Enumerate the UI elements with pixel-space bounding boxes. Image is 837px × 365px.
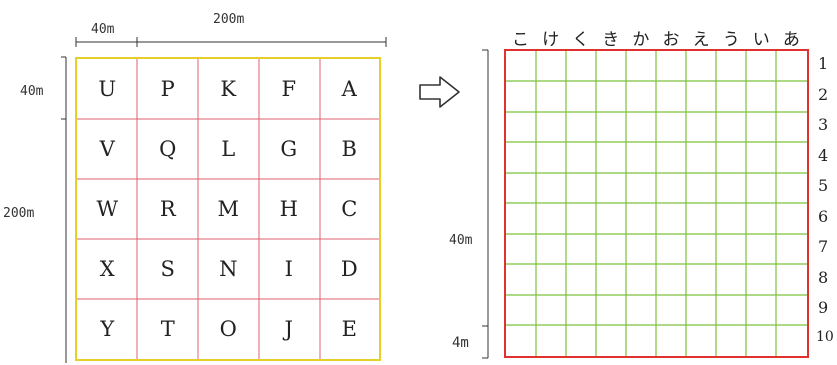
letter-cell: N bbox=[219, 257, 238, 281]
top-dimension-large-label: 200m bbox=[213, 12, 245, 27]
column-header: こ bbox=[512, 30, 529, 50]
side-dimension-small-label: 40m bbox=[20, 84, 44, 99]
row-number: 8 bbox=[818, 267, 829, 287]
letter-cell: Y bbox=[100, 317, 115, 341]
column-header: く bbox=[572, 30, 590, 50]
letter-cell: P bbox=[160, 77, 175, 101]
square-grid-lines bbox=[506, 51, 807, 356]
column-header: あ bbox=[782, 30, 800, 50]
letter-cell: A bbox=[341, 77, 357, 101]
column-header: け bbox=[542, 30, 560, 50]
letter-cell: B bbox=[341, 137, 357, 161]
right-dimension-large-label: 40m bbox=[449, 233, 473, 248]
side-dimension-large-label: 200m bbox=[3, 206, 35, 221]
letter-cell: I bbox=[284, 257, 293, 281]
letter-cell: L bbox=[221, 137, 236, 161]
row-number: 10 bbox=[816, 328, 834, 345]
letter-cell: V bbox=[99, 137, 115, 161]
square-grid bbox=[504, 49, 809, 358]
letter-cell: C bbox=[341, 197, 358, 221]
letter-cell: J bbox=[284, 317, 293, 341]
right-dimension-small-label: 4m bbox=[452, 335, 469, 351]
letter-cell: D bbox=[340, 257, 358, 281]
column-header: き bbox=[602, 30, 620, 50]
letter-cell: E bbox=[341, 317, 357, 341]
letter-cell: R bbox=[159, 197, 176, 221]
row-number: 4 bbox=[818, 145, 829, 165]
letter-cell: T bbox=[160, 317, 175, 341]
column-header: う bbox=[722, 30, 740, 50]
letter-cell: H bbox=[279, 197, 298, 221]
letter-grid-lines bbox=[77, 59, 379, 359]
column-header: え bbox=[692, 30, 710, 50]
letter-cell: X bbox=[99, 257, 115, 281]
top-dimension-small-label: 40m bbox=[91, 22, 115, 37]
letter-cell: F bbox=[281, 77, 297, 101]
letter-cell: Q bbox=[159, 137, 177, 161]
side-dimension-bracket bbox=[61, 56, 67, 363]
letter-cell: O bbox=[219, 317, 237, 341]
top-dimension-bracket bbox=[75, 37, 387, 47]
column-header: お bbox=[662, 30, 680, 50]
letter-cell: K bbox=[220, 77, 237, 101]
letter-cell: G bbox=[280, 137, 298, 161]
column-header: い bbox=[752, 30, 770, 50]
row-number: 2 bbox=[818, 84, 829, 104]
row-number: 9 bbox=[818, 298, 829, 317]
letter-cell: M bbox=[217, 197, 239, 221]
row-number: 1 bbox=[818, 54, 829, 73]
letter-cell: U bbox=[98, 77, 117, 101]
letter-cell: W bbox=[96, 197, 119, 221]
row-number: 6 bbox=[818, 206, 829, 226]
right-side-bracket bbox=[482, 49, 489, 359]
row-number: 3 bbox=[818, 115, 829, 134]
column-header: か bbox=[632, 30, 650, 50]
letter-cell: S bbox=[160, 257, 175, 281]
letter-grid: U P K F A V Q L G B W R M H C X S N I D Y T O J E bbox=[75, 57, 381, 361]
hollow-right-arrow-icon bbox=[419, 76, 460, 108]
row-number: 5 bbox=[818, 176, 829, 195]
row-number: 7 bbox=[818, 237, 829, 256]
